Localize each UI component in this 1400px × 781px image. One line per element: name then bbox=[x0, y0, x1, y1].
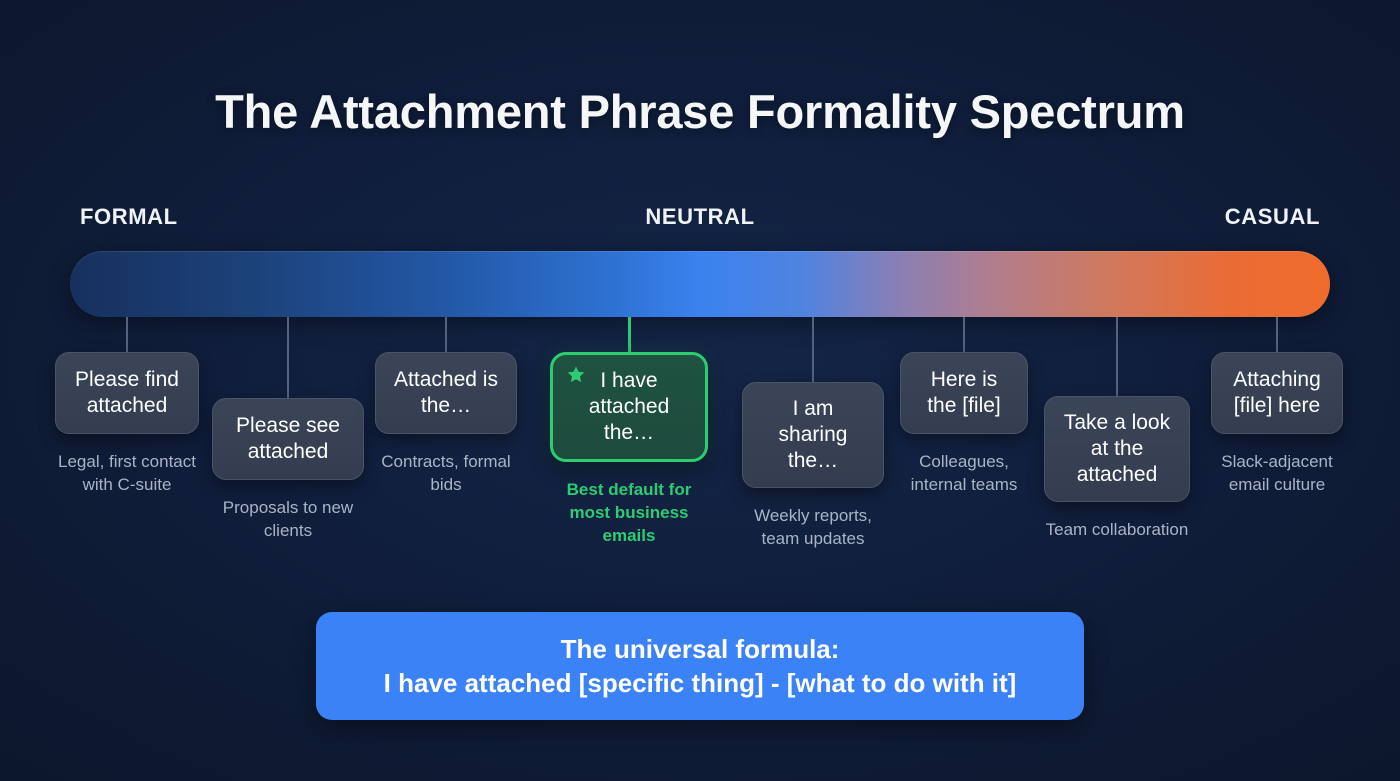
phrase-card-body[interactable]: Here is the [file] bbox=[900, 352, 1028, 434]
axis-label-casual: CASUAL bbox=[1224, 204, 1320, 229]
connector-line-6 bbox=[963, 317, 965, 352]
page-title: The Attachment Phrase Formality Spectrum bbox=[215, 85, 1185, 138]
phrase-card-4[interactable]: I have attached the… Best default for mos… bbox=[550, 352, 708, 547]
phrase-label: I am sharing the… bbox=[778, 397, 848, 473]
phrase-usage-note: Team collaboration bbox=[1045, 520, 1189, 540]
phrase-label: I have attached the… bbox=[588, 369, 670, 445]
formula-line-1: The universal formula: bbox=[560, 633, 840, 664]
formula-line-2: I have attached [specific thing] - [what… bbox=[383, 668, 1017, 698]
connector-line-2 bbox=[287, 317, 289, 398]
connector-line-5 bbox=[812, 317, 814, 382]
phrase-card-body[interactable]: Attaching [file] here bbox=[1211, 352, 1343, 434]
phrase-card-body[interactable]: Take a look at the attached bbox=[1044, 396, 1190, 503]
phrase-label: Attaching [file] here bbox=[1233, 367, 1321, 417]
connector-line-4 bbox=[627, 317, 631, 352]
connector-line-1 bbox=[126, 317, 128, 352]
phrase-card-6[interactable]: Here is the [file] Colleagues, internal t… bbox=[900, 352, 1028, 497]
universal-formula-banner: The universal formula: I have attached [… bbox=[316, 612, 1084, 720]
phrase-card-body[interactable]: I am sharing the… bbox=[742, 382, 884, 489]
phrase-label: Take a look at the attached bbox=[1063, 411, 1171, 487]
phrase-card-3[interactable]: Attached is the… Contracts, formal bids bbox=[375, 352, 517, 497]
phrase-usage-note: Legal, first contact with C-suite bbox=[58, 452, 196, 494]
phrase-label: Please find attached bbox=[75, 367, 179, 417]
phrase-card-5[interactable]: I am sharing the… Weekly reports, team up… bbox=[742, 382, 884, 551]
connector-line-7 bbox=[1116, 317, 1118, 396]
phrase-card-body[interactable]: Attached is the… bbox=[375, 352, 517, 434]
connector-line-3 bbox=[445, 317, 447, 352]
phrase-label: Here is the [file] bbox=[927, 367, 1001, 417]
phrase-label: Please see attached bbox=[236, 413, 340, 463]
formality-spectrum-bar bbox=[70, 251, 1330, 317]
phrase-card-body[interactable]: Please find attached bbox=[55, 352, 199, 434]
phrase-card-body[interactable]: Please see attached bbox=[212, 398, 364, 480]
phrase-usage-note: Weekly reports, team updates bbox=[754, 506, 872, 548]
phrase-card-body[interactable]: I have attached the… bbox=[550, 352, 708, 463]
phrase-usage-note: Slack-adjacent email culture bbox=[1221, 452, 1333, 494]
phrase-usage-note: Best default for most business emails bbox=[566, 480, 692, 545]
spectrum-axis-labels: FORMAL NEUTRAL CASUAL bbox=[70, 204, 1330, 238]
phrase-label: Attached is the… bbox=[394, 367, 498, 417]
phrase-usage-note: Contracts, formal bids bbox=[381, 452, 511, 494]
connector-line-8 bbox=[1276, 317, 1278, 352]
phrase-usage-note: Colleagues, internal teams bbox=[910, 452, 1018, 494]
phrase-usage-note: Proposals to new clients bbox=[222, 498, 354, 540]
star-icon bbox=[565, 364, 587, 386]
axis-label-neutral: NEUTRAL bbox=[645, 204, 755, 229]
axis-label-formal: FORMAL bbox=[80, 204, 178, 229]
